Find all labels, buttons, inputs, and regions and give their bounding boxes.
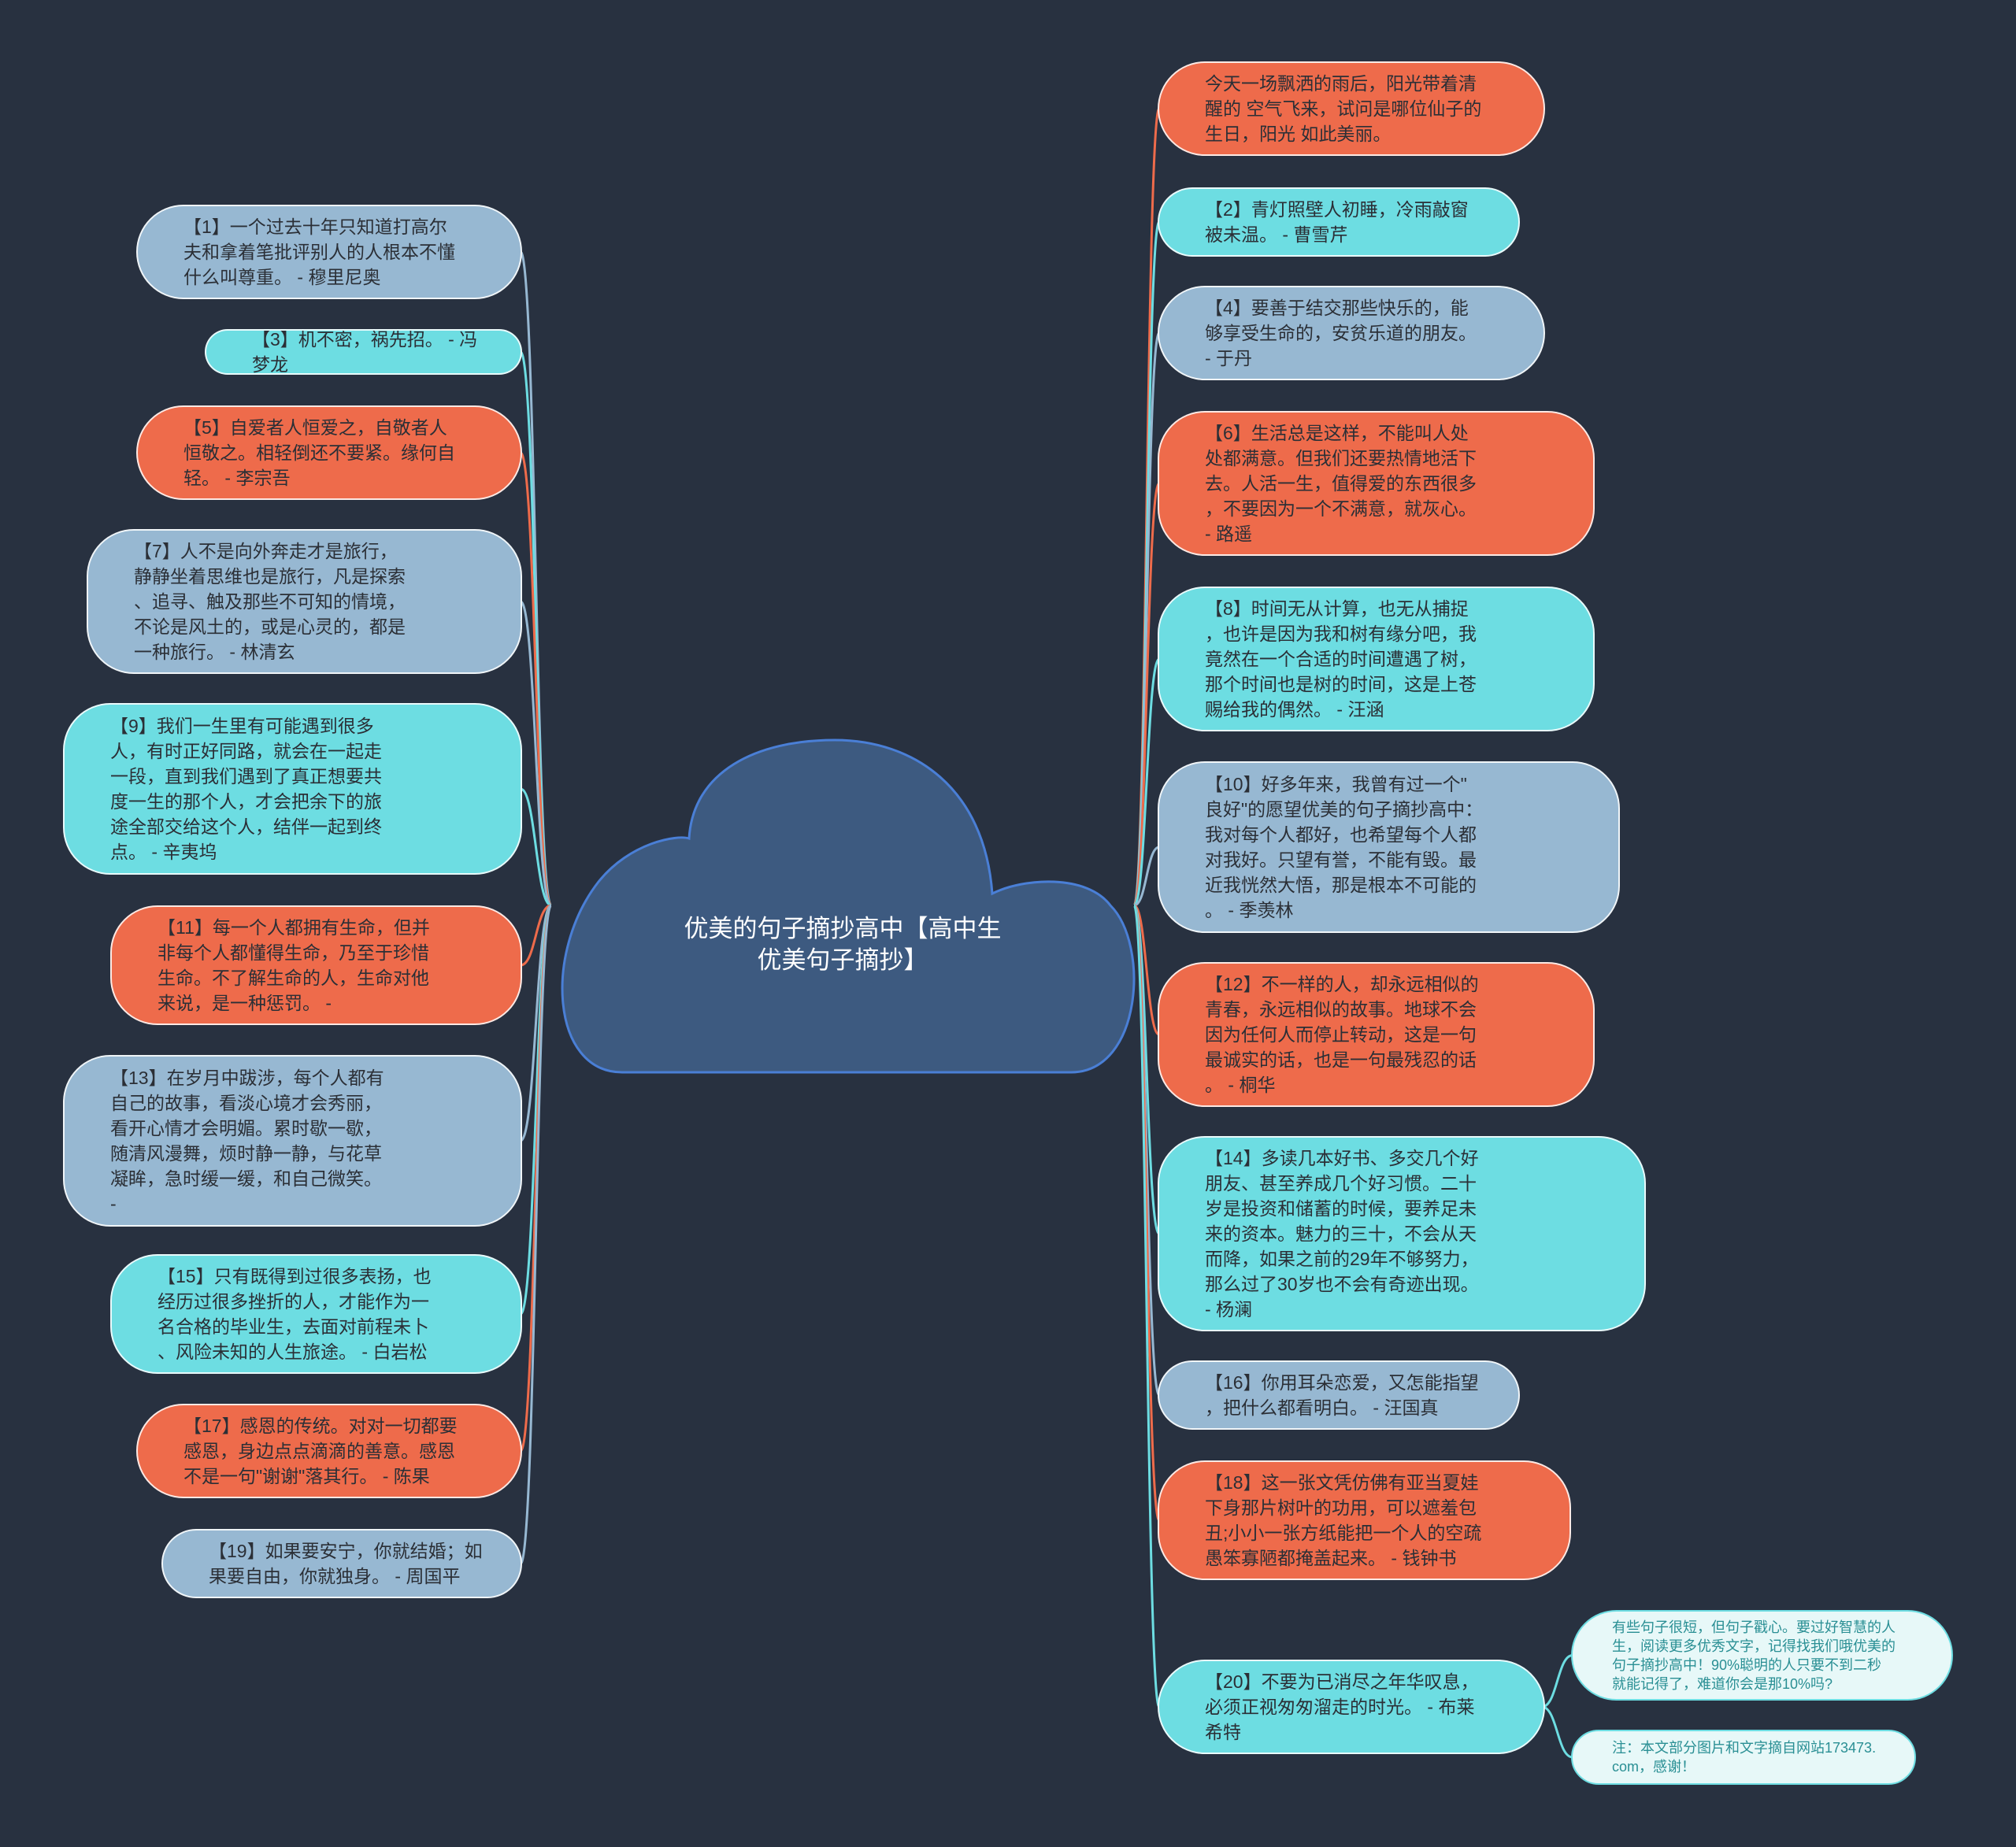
quote-text: 【16】你用耳朵恋爱，又怎能指望 ，把什么都看明白。 - 汪国真 (1205, 1372, 1479, 1418)
quote-node-9[interactable]: 【9】我们一生里有可能遇到很多 人，有时正好同路，就会在一起走 一段，直到我们遇… (63, 703, 522, 875)
connector-line (519, 451, 553, 907)
connector-line (1133, 846, 1160, 907)
connector-line (1541, 1705, 1573, 1759)
connector-line (519, 904, 553, 1453)
quote-node-11[interactable]: 【11】每一个人都拥有生命，但并 非每个人都懂得生命，乃至于珍惜 生命。不了解生… (110, 905, 522, 1025)
quote-text: 【8】时间无从计算，也无从捕捉 ，也许是因为我和树有缘分吧，我 竟然在一个合适的… (1205, 598, 1477, 720)
quote-text: 【4】要善于结交那些快乐的，能 够享受生命的，安贫乐道的朋友。 - 于丹 (1205, 298, 1477, 368)
note-text: 注：本文部分图片和文字摘自网站173473. com，感谢！ (1612, 1740, 1877, 1775)
note-node-tip[interactable]: 有些句子很短，但句子戳心。要过好智慧的人 生，阅读更多优秀文字，记得找我们哦优美… (1571, 1610, 1953, 1701)
quote-node-6[interactable]: 【6】生活总是这样，不能叫人处 处都满意。但我们还要热情地活下 去。人活一生，值… (1158, 411, 1595, 556)
quote-text: 【3】机不密，祸先招。 - 冯梦龙 (252, 329, 478, 375)
quote-node-4[interactable]: 【4】要善于结交那些快乐的，能 够享受生命的，安贫乐道的朋友。 - 于丹 (1158, 286, 1545, 380)
note-node-source[interactable]: 注：本文部分图片和文字摘自网站173473. com，感谢！ (1571, 1730, 1916, 1785)
quote-text: 【5】自爱者人恒爱之，自敬者人 恒敬之。相轻倒还不要紧。缘何自 轻。 - 李宗吾 (183, 417, 455, 488)
quote-text: 【18】这一张文凭仿佛有亚当夏娃 下身那片树叶的功用，可以遮羞包 丑;小小一张方… (1205, 1472, 1482, 1568)
quote-node-2[interactable]: 【2】青灯照壁人初睡，冷雨敲窗 被未温。 - 曹雪芹 (1158, 187, 1520, 257)
quote-text: 【19】如果要安宁，你就结婚；如 果要自由，你就独身。 - 周国平 (209, 1541, 483, 1586)
connector-line (519, 250, 553, 907)
center-cloud[interactable] (561, 738, 1136, 1074)
connector-line (520, 787, 552, 907)
connector-line (519, 904, 553, 1565)
connector-line (519, 600, 553, 907)
quote-node-8[interactable]: 【8】时间无从计算，也无从捕捉 ，也许是因为我和树有缘分吧，我 竟然在一个合适的… (1158, 587, 1595, 731)
quote-text: 【9】我们一生里有可能遇到很多 人，有时正好同路，就会在一起走 一段，直到我们遇… (110, 716, 382, 862)
quote-node-15[interactable]: 【15】只有既得到过很多表扬，也 经历过很多挫折的人，才能作为一 名合格的毕业生… (110, 1254, 522, 1374)
connector-line (1541, 1654, 1573, 1708)
quote-text: 今天一场飘洒的雨后，阳光带着清 醒的 空气飞来，试问是哪位仙子的 生日，阳光 如… (1205, 73, 1482, 144)
quote-node-17[interactable]: 【17】感恩的传统。对对一切都要 感恩，身边点点滴滴的善意。感恩 不是一句"谢谢… (136, 1404, 522, 1498)
quote-node-19[interactable]: 【19】如果要安宁，你就结婚；如 果要自由，你就独身。 - 周国平 (161, 1529, 522, 1598)
center-topic[interactable]: 优美的句子摘抄高中【高中生优美句子摘抄】 (684, 915, 1002, 974)
note-text: 有些句子很短，但句子戳心。要过好智慧的人 生，阅读更多优秀文字，记得找我们哦优美… (1612, 1619, 1896, 1692)
connector-line (519, 350, 553, 907)
quote-text: 【11】每一个人都拥有生命，但并 非每个人都懂得生命，乃至于珍惜 生命。不了解生… (158, 917, 430, 1013)
quote-node-5[interactable]: 【5】自爱者人恒爱之，自敬者人 恒敬之。相轻倒还不要紧。缘何自 轻。 - 李宗吾 (136, 405, 522, 500)
connector-line (1132, 904, 1161, 1708)
quote-text: 【7】人不是向外奔走才是旅行， 静静坐着思维也是旅行，凡是探索 、追寻、触及那些… (134, 541, 406, 662)
connector-line (1132, 482, 1161, 907)
quote-node-13[interactable]: 【13】在岁月中跋涉，每个人都有 自己的故事，看淡心境才会秀丽， 看开心情才会明… (63, 1055, 522, 1227)
quote-text: 【12】不一样的人，却永远相似的 青春，永远相似的故事。地球不会 因为任何人而停… (1205, 974, 1479, 1095)
connector-line (1132, 331, 1161, 907)
connector-line (1133, 904, 1160, 1036)
quote-text: 【13】在岁月中跋涉，每个人都有 自己的故事，看淡心境才会秀丽， 看开心情才会明… (110, 1068, 384, 1214)
quote-text: 【6】生活总是这样，不能叫人处 处都满意。但我们还要热情地活下 去。人活一生，值… (1205, 423, 1477, 544)
quote-node-12[interactable]: 【12】不一样的人，却永远相似的 青春，永远相似的故事。地球不会 因为任何人而停… (1158, 962, 1595, 1107)
quote-text: 【20】不要为已消尽之年华叹息， 必须正视匆匆溜走的时光。 - 布莱 希特 (1205, 1671, 1479, 1742)
quote-node-7[interactable]: 【7】人不是向外奔走才是旅行， 静静坐着思维也是旅行，凡是探索 、追寻、触及那些… (87, 529, 522, 674)
quote-node-intro[interactable]: 今天一场飘洒的雨后，阳光带着清 醒的 空气飞来，试问是哪位仙子的 生日，阳光 如… (1158, 61, 1545, 156)
quote-node-10[interactable]: 【10】好多年来，我曾有过一个" 良好"的愿望优美的句子摘抄高中： 我对每个人都… (1158, 761, 1620, 933)
connector-line (1132, 657, 1161, 907)
quote-text: 【2】青灯照壁人初睡，冷雨敲窗 被未温。 - 曹雪芹 (1205, 199, 1469, 245)
quote-node-14[interactable]: 【14】多读几本好书、多交几个好 朋友、甚至养成几个好习惯。二十 岁是投资和储蓄… (1158, 1136, 1646, 1331)
quote-node-1[interactable]: 【1】一个过去十年只知道打高尔 夫和拿着笔批评别人的人根本不懂 什么叫尊重。 -… (136, 205, 522, 299)
quote-text: 【14】多读几本好书、多交几个好 朋友、甚至养成几个好习惯。二十 岁是投资和储蓄… (1205, 1148, 1479, 1320)
connector-line (520, 904, 552, 967)
quote-node-16[interactable]: 【16】你用耳朵恋爱，又怎能指望 ，把什么都看明白。 - 汪国真 (1158, 1360, 1520, 1430)
quote-text: 【1】一个过去十年只知道打高尔 夫和拿着笔批评别人的人根本不懂 什么叫尊重。 -… (183, 217, 455, 287)
connector-line (1132, 904, 1161, 1522)
quote-node-18[interactable]: 【18】这一张文凭仿佛有亚当夏娃 下身那片树叶的功用，可以遮羞包 丑;小小一张方… (1158, 1460, 1571, 1580)
quote-text: 【15】只有既得到过很多表扬，也 经历过很多挫折的人，才能作为一 名合格的毕业生… (158, 1266, 432, 1362)
quote-text: 【10】好多年来，我曾有过一个" 良好"的愿望优美的句子摘抄高中： 我对每个人都… (1205, 774, 1484, 920)
quote-text: 【17】感恩的传统。对对一切都要 感恩，身边点点滴滴的善意。感恩 不是一句"谢谢… (183, 1416, 458, 1486)
quote-node-20[interactable]: 【20】不要为已消尽之年华叹息， 必须正视匆匆溜走的时光。 - 布莱 希特 (1158, 1660, 1545, 1754)
quote-node-3[interactable]: 【3】机不密，祸先招。 - 冯梦龙 (205, 329, 522, 375)
